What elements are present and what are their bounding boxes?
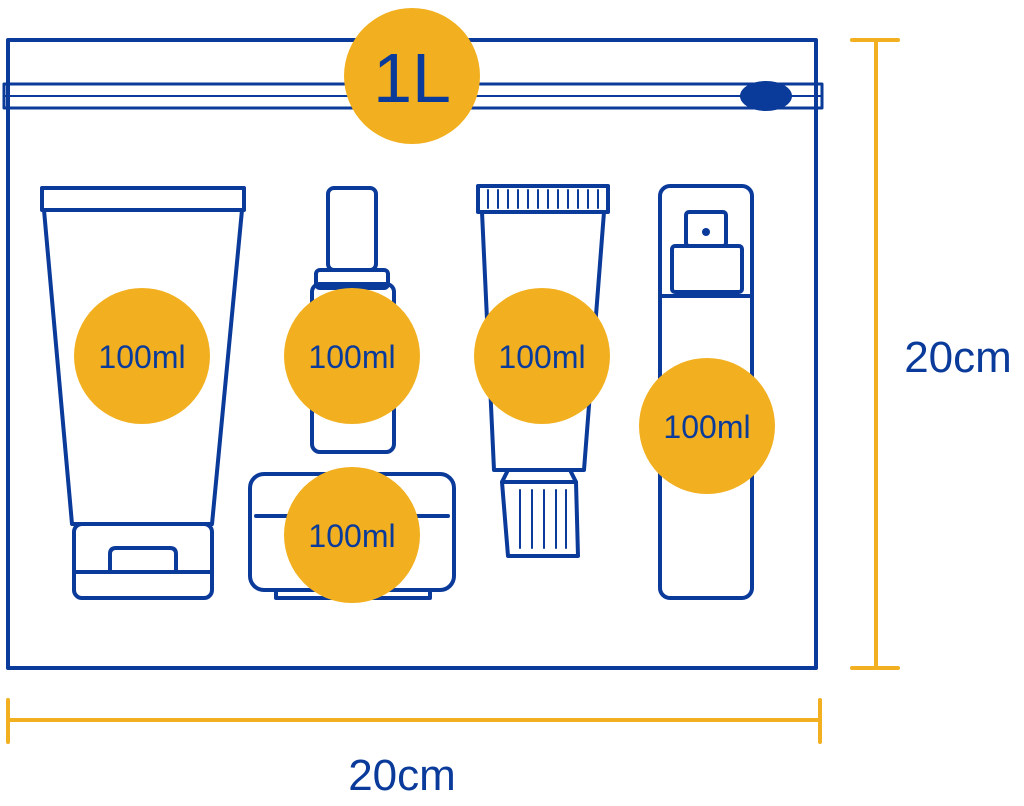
volume-badge-dropper-bottle: 100ml [284, 288, 420, 424]
capacity-label: 1L [373, 39, 451, 117]
volume-badge-paste-tube: 100ml [474, 288, 610, 424]
capacity-badge: 1L [344, 8, 480, 144]
volume-badge-tube: 100ml [74, 288, 210, 424]
width-label: 20cm [348, 751, 456, 800]
volume-badge-cream-jar: 100ml [284, 467, 420, 603]
height-dimension-line [850, 38, 900, 670]
volume-label: 100ml [308, 518, 395, 554]
tube-icon [40, 186, 246, 600]
volume-badge-spray-bottle: 100ml [639, 358, 775, 494]
volume-label: 100ml [498, 339, 585, 375]
height-label: 20cm [904, 333, 1012, 382]
volume-label: 100ml [98, 339, 185, 375]
volume-label: 100ml [663, 409, 750, 445]
zipper-slider-icon [740, 81, 792, 111]
volume-label: 100ml [308, 339, 395, 375]
width-dimension-line [6, 698, 822, 744]
